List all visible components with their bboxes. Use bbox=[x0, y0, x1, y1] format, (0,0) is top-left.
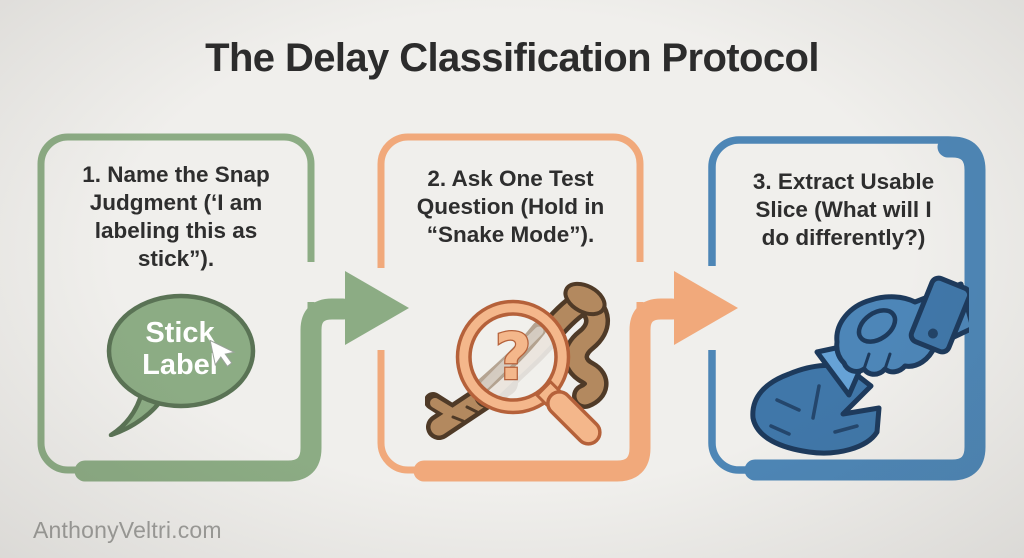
step-3-pipe bbox=[744, 136, 986, 481]
thumb bbox=[856, 308, 898, 344]
speech-bubble-join bbox=[139, 381, 161, 397]
speech-bubble-illustration: Stick Label bbox=[93, 289, 261, 438]
step-1-panel: 1. Name the Snap Judgment (‘I am labelin… bbox=[41, 137, 311, 470]
arrow-step2-to-step3-head bbox=[674, 271, 738, 345]
magnifier-handle bbox=[534, 379, 602, 446]
step-3-heading: 3. Extract Usable Slice (What will I do … bbox=[752, 169, 935, 250]
page-title: The Delay Classification Protocol bbox=[205, 36, 819, 80]
step-2-panel: 2. Ask One Test Question (Hold in “Snake… bbox=[381, 137, 640, 470]
cursor-icon bbox=[209, 339, 236, 368]
question-mark-glyph: ? bbox=[494, 321, 531, 395]
magnifier-snake-icon: ? bbox=[424, 281, 610, 446]
arrow-step1-to-step2-head bbox=[345, 271, 409, 345]
snake-head bbox=[563, 281, 607, 317]
border-gap bbox=[630, 262, 650, 302]
hand-slice-illustration bbox=[737, 268, 976, 466]
lens-rim-outer-line bbox=[455, 299, 571, 415]
speech-bubble-icon bbox=[106, 293, 256, 438]
lens-view bbox=[470, 321, 547, 399]
speech-bubble-body bbox=[106, 293, 256, 409]
step-3-panel: 3. Extract Usable Slice (What will I do … bbox=[712, 140, 976, 470]
step-2-heading: 2. Ask One Test Question (Hold in “Snake… bbox=[416, 166, 605, 247]
lens-rim-inner-line bbox=[468, 312, 558, 402]
sleeve-cuff bbox=[908, 275, 973, 355]
step-1-heading: 1. Name the Snap Judgment (‘I am labelin… bbox=[82, 162, 270, 271]
magnifier-snake-illustration: ? bbox=[424, 265, 620, 455]
finger-lines bbox=[862, 352, 892, 371]
hand-slice-icon bbox=[750, 275, 976, 456]
arrow-step1-to-step2-pipe bbox=[74, 298, 354, 482]
stick-fork-fill bbox=[430, 398, 460, 420]
border-gap bbox=[301, 262, 321, 302]
arrow-step2-to-step3-pipe bbox=[413, 298, 683, 482]
watermark: AnthonyVeltri.com bbox=[33, 517, 222, 543]
lens-rim bbox=[458, 302, 568, 412]
rock-cracks bbox=[769, 384, 859, 436]
bubble-label: Stick Label bbox=[142, 317, 218, 382]
